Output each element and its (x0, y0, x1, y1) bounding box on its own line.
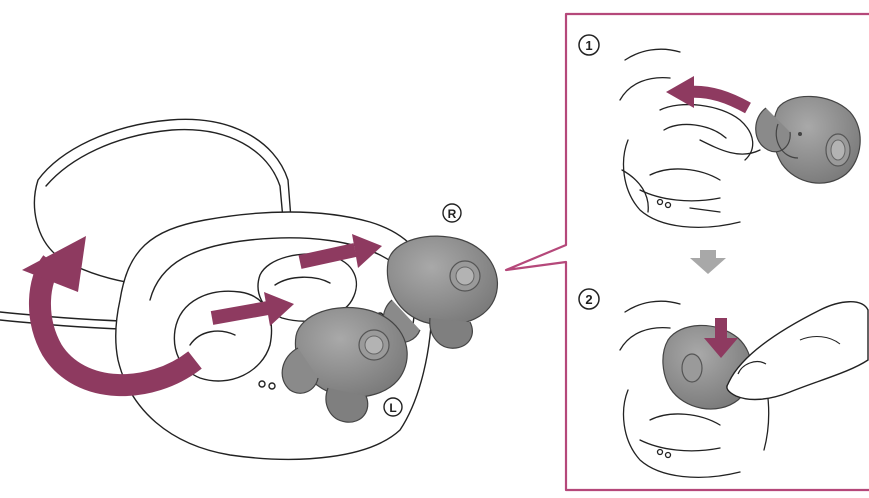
step-2-badge: 2 (579, 289, 599, 309)
label-left: L (389, 401, 396, 415)
label-right: R (448, 207, 457, 221)
step-1-badge: 1 (579, 35, 599, 55)
step-1-label: 1 (585, 38, 592, 53)
step-2-label: 2 (585, 292, 592, 307)
label-left-badge: L (384, 398, 402, 416)
label-right-badge: R (443, 204, 461, 222)
